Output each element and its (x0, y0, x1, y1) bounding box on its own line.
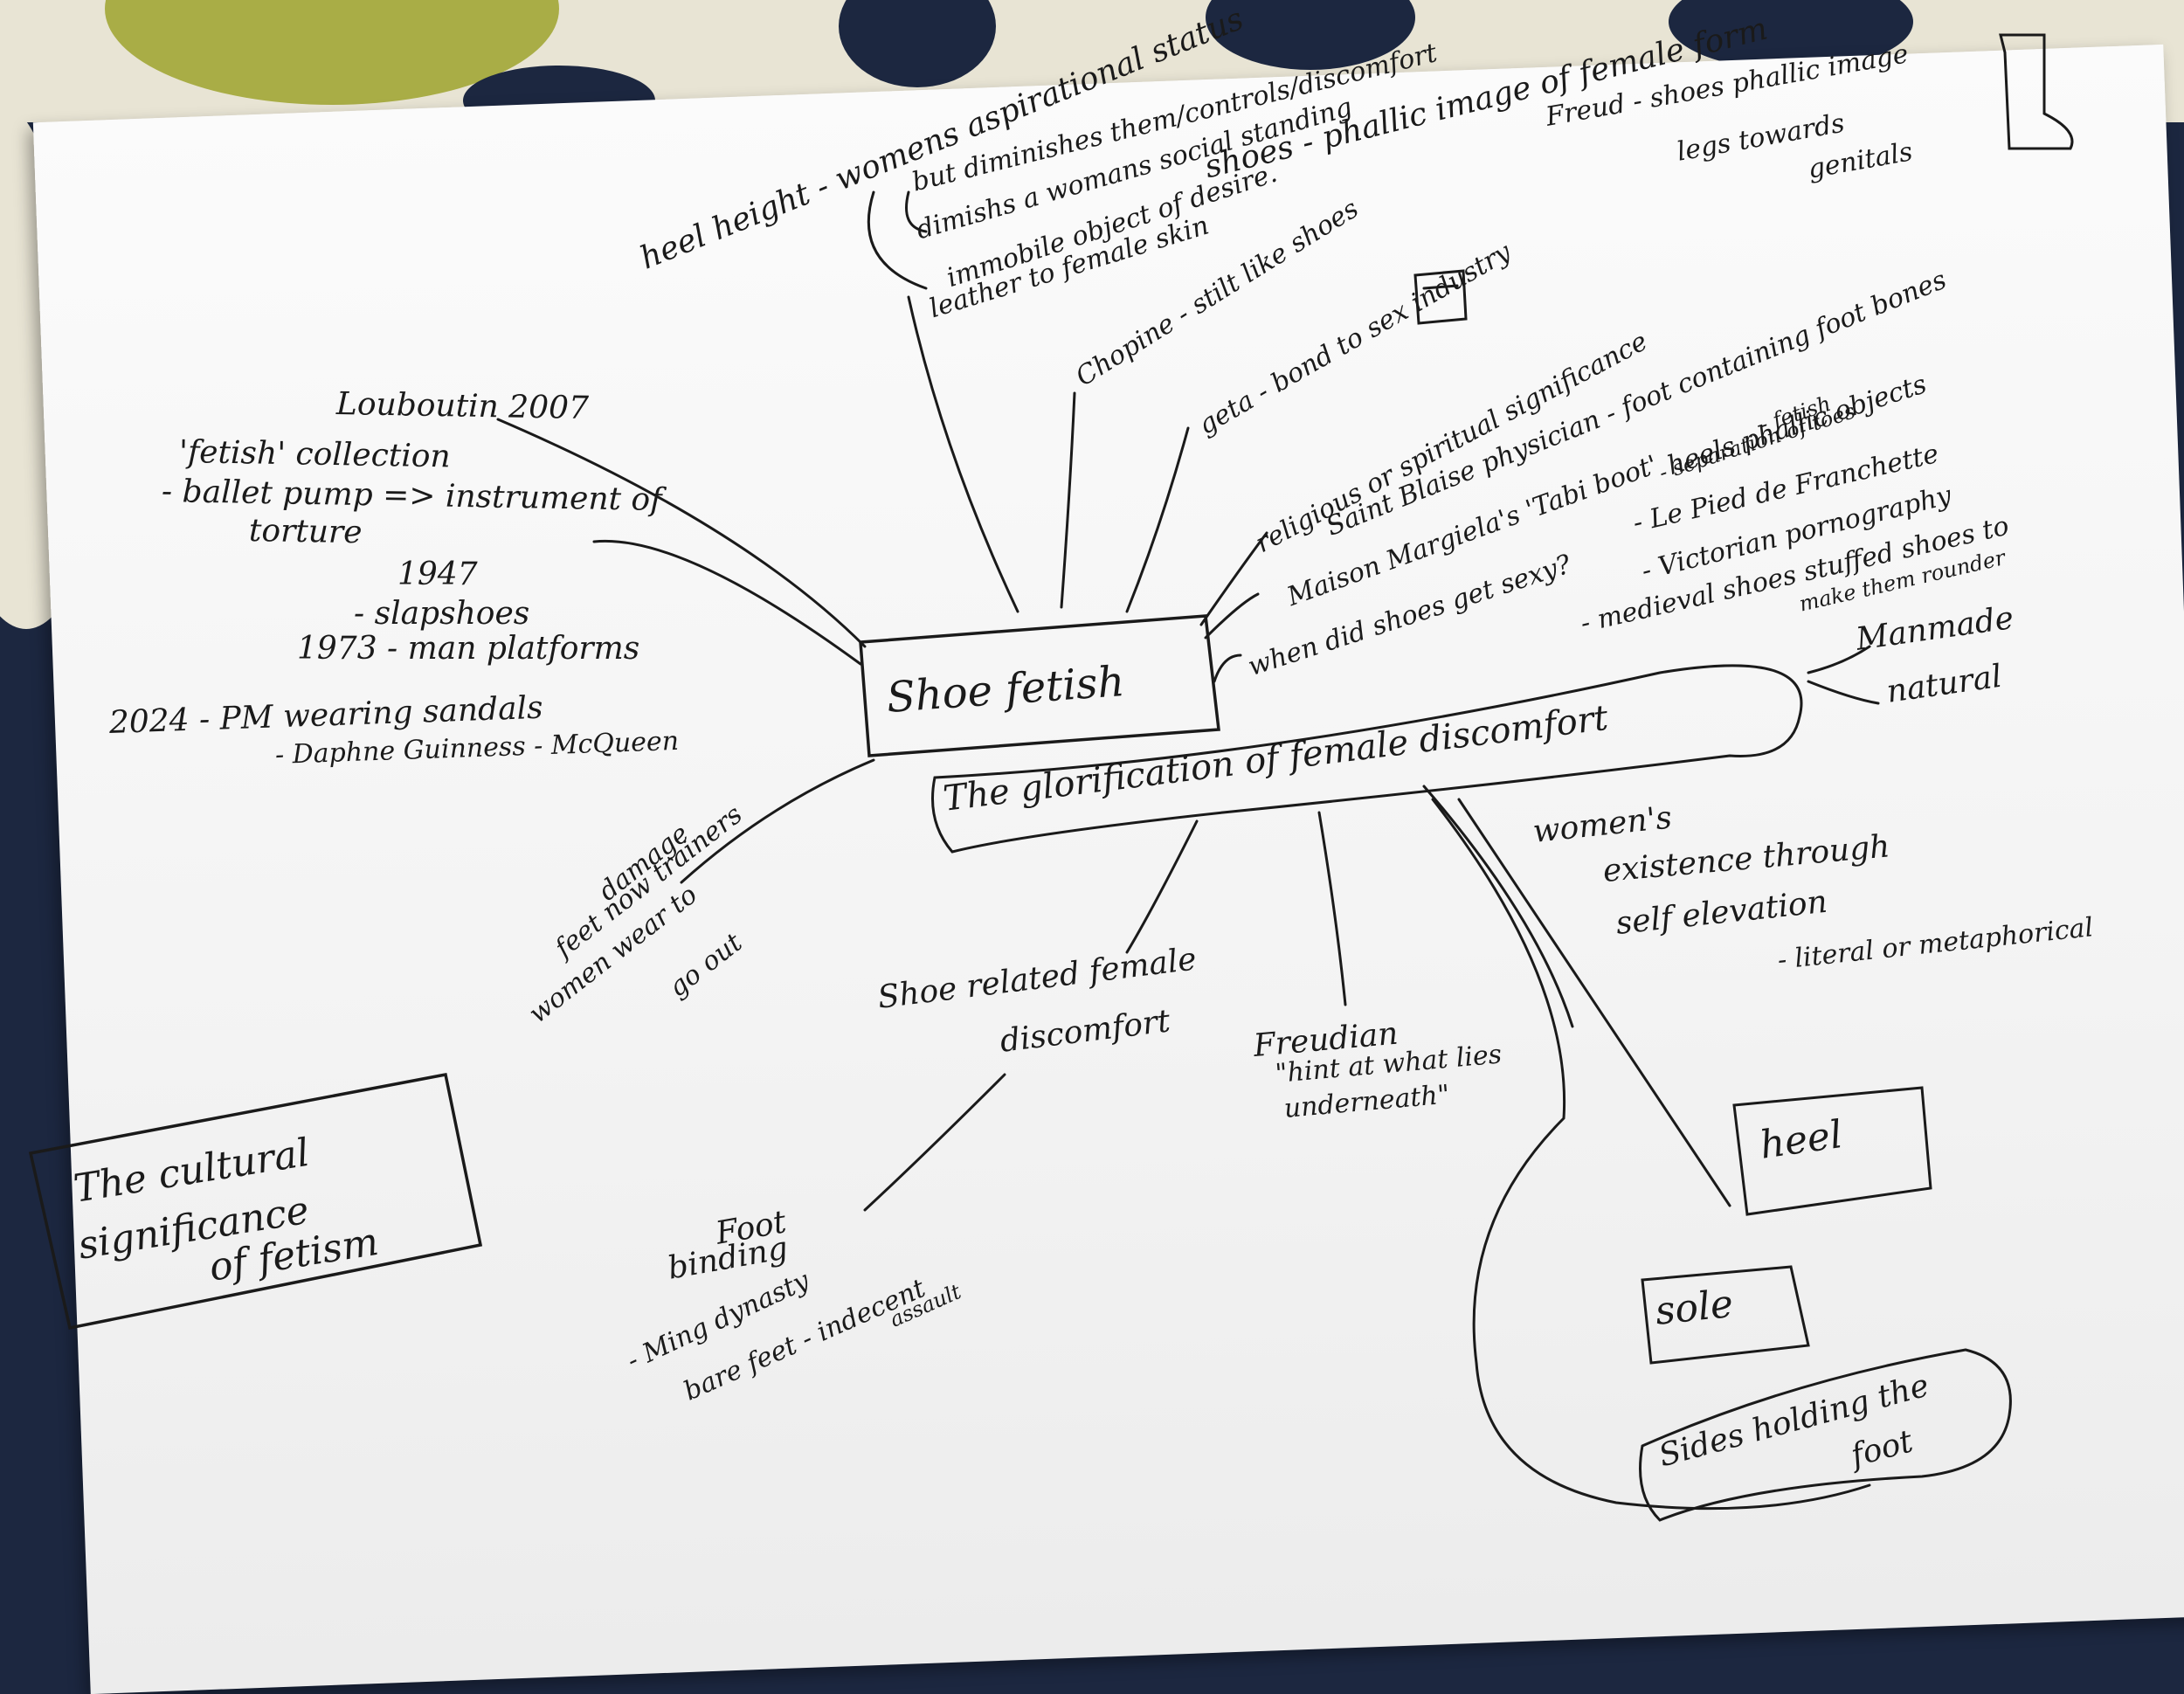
heel-box (1732, 1086, 1932, 1216)
title-box (28, 1072, 483, 1331)
louboutin-l4: torture (248, 513, 363, 551)
louboutin-l1: Louboutin 2007 (335, 386, 590, 427)
history-1973: 1973 - man platforms (297, 631, 640, 667)
shoe-part-sole: sole (1653, 1281, 1736, 1334)
louboutin-l2: 'fetish' collection (178, 434, 452, 475)
sole-box (1641, 1265, 1810, 1365)
shoe-outline (1431, 798, 1871, 1511)
boot-sketch (1999, 33, 2074, 150)
history-slapshoes: - slapshoes (354, 596, 530, 632)
mindmap-connectors (28, 33, 2074, 1522)
louboutin-l3: - ballet pump => instrument of (161, 474, 662, 518)
subtitle-cloud (931, 664, 1803, 854)
center-box (859, 614, 1220, 757)
shoe-part-heel: heel (1757, 1112, 1846, 1168)
shop-sketch (1413, 269, 1468, 325)
sides-cloud (1639, 1348, 2012, 1522)
history-1947: 1947 (397, 557, 478, 592)
